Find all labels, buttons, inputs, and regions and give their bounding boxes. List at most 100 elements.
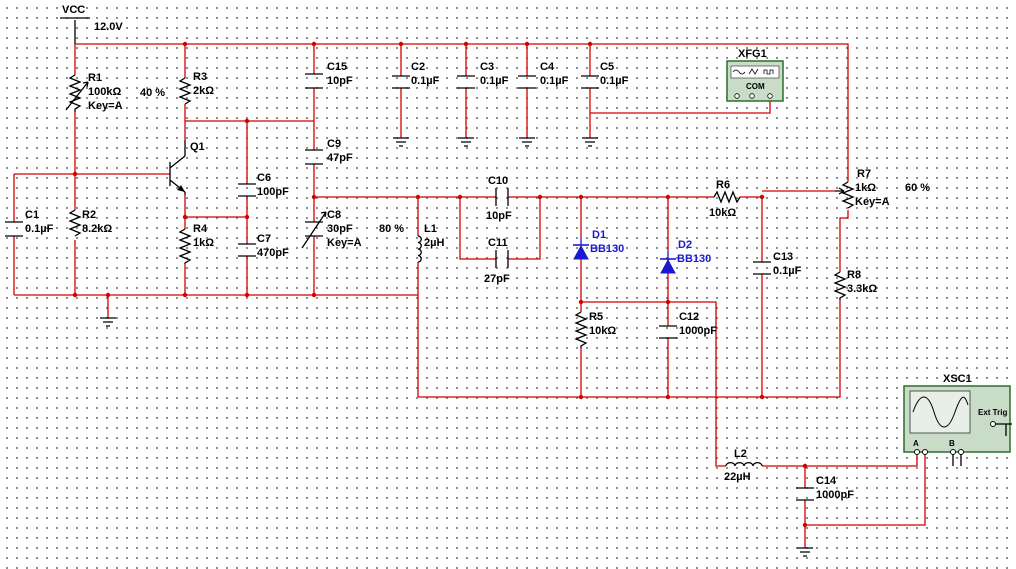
- c5-label: C5: [600, 61, 614, 73]
- resistor-r5[interactable]: R5 10kΩ: [574, 311, 616, 348]
- r1-adjust-arrow: [65, 81, 89, 111]
- capacitor-c5[interactable]: C5 0.1µF: [581, 61, 629, 89]
- function-generator-xfg1[interactable]: XFG1 COM: [726, 48, 784, 102]
- c11-wire[interactable]: [459, 197, 541, 260]
- capacitor-c4[interactable]: C4 0.1µF: [518, 61, 569, 89]
- resistor-r7[interactable]: R7 1kΩ Key=A 60 %: [835, 168, 930, 209]
- capacitor-c13[interactable]: C13 0.1µF: [753, 251, 802, 277]
- xfg1-plus-terminal[interactable]: [734, 93, 740, 99]
- c1-value: 0.1µF: [25, 223, 54, 235]
- capacitor-c1[interactable]: C1 0.1µF: [5, 209, 54, 237]
- capacitor-c9[interactable]: C9 47pF: [305, 138, 353, 165]
- scope-screen-trace: [912, 396, 969, 428]
- c8-percent: 80 %: [379, 223, 404, 235]
- xfg1-com-terminal[interactable]: [749, 93, 755, 99]
- l2-feed-wire[interactable]: [581, 301, 726, 467]
- c2-value: 0.1µF: [411, 75, 440, 87]
- capacitor-c2[interactable]: C2 0.1µF: [392, 61, 440, 89]
- oscilloscope-xsc1[interactable]: XSC1 A B Ext Trig: [903, 373, 1012, 466]
- wires: [13, 20, 926, 548]
- ground-icon: [458, 137, 474, 147]
- vcc-voltage-label: 12.0V: [94, 21, 123, 33]
- capacitor-c8[interactable]: C8 30pF Key=A 80 %: [301, 209, 404, 249]
- l1-value: 2µH: [424, 237, 444, 249]
- xfg1-minus-terminal[interactable]: [767, 93, 773, 99]
- c4-label: C4: [540, 61, 555, 73]
- capacitor-c14[interactable]: C14 1000pF: [796, 475, 854, 501]
- r4-label: R4: [193, 223, 208, 235]
- xfg1-com-label: COM: [746, 82, 765, 91]
- xsc1-channel-b: B: [949, 439, 955, 448]
- vcc-rail-wire[interactable]: [75, 43, 849, 182]
- c6-label: C6: [257, 172, 271, 184]
- r1-label: R1: [88, 72, 102, 84]
- resistor-r8[interactable]: R8 3.3kΩ: [833, 269, 877, 300]
- capacitor-c10[interactable]: C10 10pF: [486, 175, 512, 222]
- resistor-r1[interactable]: R1 100kΩ Key=A 40 %: [65, 72, 165, 112]
- c8-label: C8: [327, 209, 341, 221]
- diode-d1[interactable]: D1 BB130: [573, 229, 624, 260]
- inductor-l2[interactable]: L2 22µH: [724, 448, 763, 483]
- capacitor-c15[interactable]: C15 10pF: [305, 61, 353, 89]
- resistor-r4[interactable]: R4 1kΩ: [178, 223, 214, 264]
- c3-label: C3: [480, 61, 494, 73]
- r7-r8-wire[interactable]: [839, 210, 849, 375]
- ground-icon: [582, 137, 598, 147]
- capacitor-c3[interactable]: C3 0.1µF: [457, 61, 509, 89]
- q1-label: Q1: [190, 141, 205, 153]
- r8-label: R8: [847, 269, 861, 281]
- xsc1-trig-terminal[interactable]: [990, 421, 996, 427]
- r5-label: R5: [589, 311, 603, 323]
- r1-key: Key=A: [88, 100, 123, 112]
- xsc1-b-leads: [952, 454, 962, 466]
- l1-label: L1: [424, 223, 437, 235]
- capacitor-c11[interactable]: C11 27pF: [484, 237, 510, 285]
- r7-percent: 60 %: [905, 182, 930, 194]
- resistor-r2[interactable]: R2 8.2kΩ: [68, 209, 112, 237]
- sine-wave-icon: [732, 69, 746, 75]
- xsc1-label: XSC1: [943, 373, 972, 385]
- c15-value: 10pF: [327, 75, 353, 87]
- capacitor-c6[interactable]: C6 100pF: [238, 172, 289, 198]
- inductor-l1[interactable]: L1 2µH: [417, 223, 444, 263]
- c14-wire[interactable]: [762, 465, 806, 525]
- xsc1-a-minus-terminal[interactable]: [922, 449, 928, 455]
- square-wave-icon: [763, 69, 774, 75]
- c1-wire[interactable]: [13, 173, 75, 295]
- scope-a-wire[interactable]: [805, 455, 918, 467]
- xfg-wire[interactable]: [590, 100, 771, 114]
- bottom-return-wire[interactable]: [418, 375, 841, 398]
- capacitor-c12[interactable]: C12 1000pF: [659, 311, 717, 339]
- ground-symbols: [100, 137, 813, 557]
- c7-value: 470pF: [257, 247, 289, 259]
- c11-label: C11: [488, 237, 508, 249]
- transistor-q1[interactable]: Q1: [169, 140, 205, 195]
- r5-value: 10kΩ: [589, 325, 616, 337]
- xsc1-trig-leads: [995, 423, 1012, 436]
- r2-label: R2: [82, 209, 96, 221]
- l2-value: 22µH: [724, 471, 751, 483]
- xsc1-b-plus-terminal[interactable]: [950, 449, 956, 455]
- r7-label: R7: [857, 168, 871, 180]
- capacitor-c7[interactable]: C7 470pF: [238, 233, 289, 259]
- r2-value: 8.2kΩ: [82, 223, 112, 235]
- r7-wiper-arrow: [835, 187, 845, 195]
- vcc-source[interactable]: VCC 12.0V: [60, 4, 123, 33]
- xsc1-a-plus-terminal[interactable]: [914, 449, 920, 455]
- c8-key: Key=A: [327, 237, 362, 249]
- xsc1-b-minus-terminal[interactable]: [958, 449, 964, 455]
- c8-value: 30pF: [327, 223, 353, 235]
- diode-d2[interactable]: D2 BB130: [660, 239, 711, 274]
- resistor-r6[interactable]: R6 10kΩ: [709, 179, 741, 219]
- c5-value: 0.1µF: [600, 75, 629, 87]
- c14-label: C14: [816, 475, 837, 487]
- c14-value: 1000pF: [816, 489, 854, 501]
- resistor-r3[interactable]: R3 2kΩ: [178, 71, 214, 105]
- ground-icon: [393, 137, 409, 147]
- c13-label: C13: [773, 251, 793, 263]
- c7-label: C7: [257, 233, 271, 245]
- ground-icon: [797, 547, 813, 557]
- scope-ground-wire[interactable]: [805, 455, 926, 526]
- c8-adjust-arrow: [301, 211, 327, 249]
